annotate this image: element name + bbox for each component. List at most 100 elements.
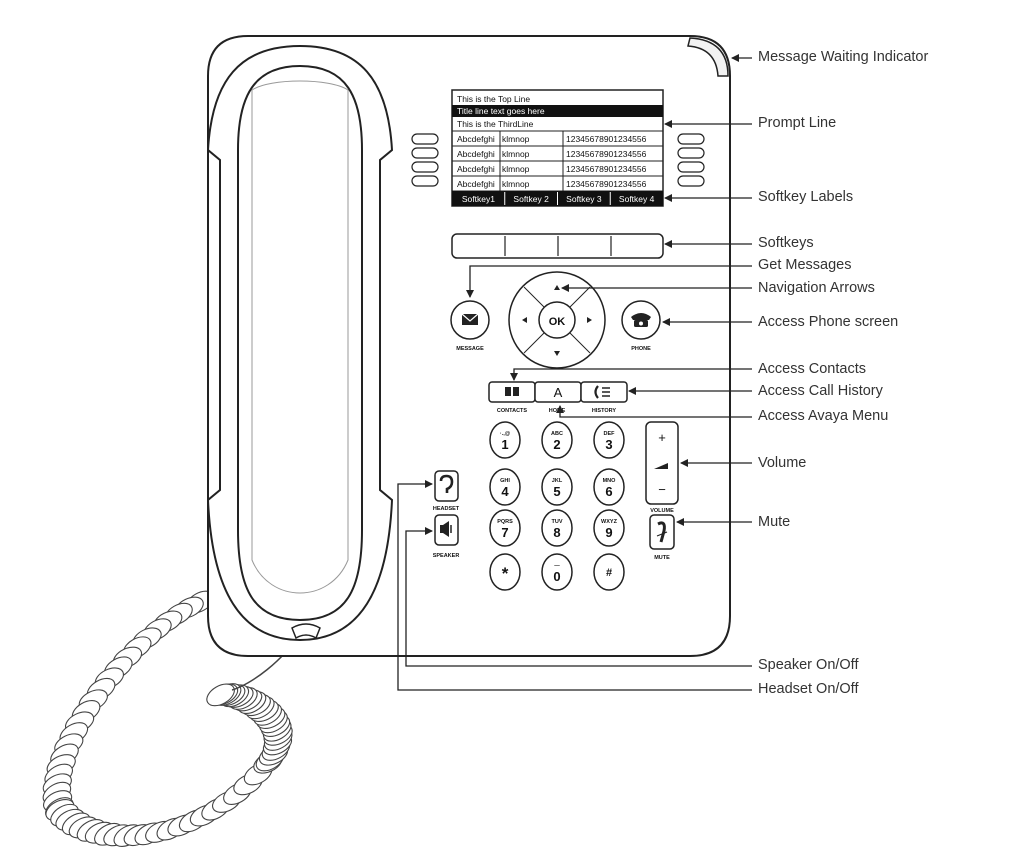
- nav-left-arrow-icon[interactable]: [522, 317, 527, 323]
- callout-navigation-arrows: Navigation Arrows: [758, 280, 875, 296]
- callout-volume: Volume: [758, 455, 807, 471]
- screen-row-right: 12345678901234556: [566, 179, 647, 189]
- phone-label: PHONE: [631, 346, 651, 352]
- keypad-key[interactable]: #: [593, 553, 625, 591]
- right-line-buttons[interactable]: [677, 133, 705, 187]
- message-label: MESSAGE: [456, 346, 484, 352]
- keypad-key-digit: 2: [553, 437, 560, 452]
- keypad-key[interactable]: *: [489, 553, 521, 591]
- volume-label: VOLUME: [650, 508, 674, 514]
- avaya-menu-icon: A: [554, 385, 563, 400]
- ok-button[interactable]: OK: [549, 316, 566, 328]
- screen-row-right: 12345678901234556: [566, 164, 647, 174]
- screen-row-mid: klmnop: [502, 149, 530, 159]
- screen-row-left: Abcdefghi: [457, 179, 495, 189]
- screen-row-left: Abcdefghi: [457, 164, 495, 174]
- display-screen: This is the Top Line Title line text goe…: [451, 89, 664, 207]
- screen-row-right: 12345678901234556: [566, 134, 647, 144]
- left-line-buttons[interactable]: [411, 133, 439, 187]
- screen-row-mid: klmnop: [502, 164, 530, 174]
- call-history-icon: [594, 385, 610, 399]
- keypad-key-digit: #: [606, 567, 612, 579]
- callout-access-contacts: Access Contacts: [758, 361, 866, 377]
- callout-lines: [397, 54, 752, 691]
- softkey-label: Softkey 2: [513, 194, 549, 204]
- screen-title-line: Title line text goes here: [457, 106, 545, 116]
- headset-label: HEADSET: [433, 506, 460, 512]
- keypad-key[interactable]: —0: [541, 553, 573, 591]
- screen-row-left: Abcdefghi: [457, 149, 495, 159]
- keypad-key-digit: 5: [553, 484, 560, 499]
- volume-level-icon: [654, 463, 668, 469]
- nav-down-arrow-icon[interactable]: [554, 351, 560, 356]
- nav-up-arrow-icon[interactable]: [554, 285, 560, 290]
- volume-up-button[interactable]: +: [658, 430, 666, 445]
- volume-rocker[interactable]: + − VOLUME: [645, 421, 679, 514]
- callout-speaker-on-off: Speaker On/Off: [758, 657, 859, 673]
- phone-button[interactable]: PHONE: [621, 300, 661, 352]
- screen-row-mid: klmnop: [502, 179, 530, 189]
- softkeys[interactable]: [451, 233, 664, 259]
- callout-line-speaker: [405, 527, 752, 667]
- navigation-cluster[interactable]: OK: [508, 271, 606, 369]
- speaker-label: SPEAKER: [433, 553, 460, 559]
- phone-icon: [631, 313, 651, 327]
- keypad-key-letters: ·.,@: [500, 431, 511, 437]
- keypad-key-digit: 3: [605, 437, 612, 452]
- keypad-key-letters: MNO: [603, 478, 617, 484]
- mute-label: MUTE: [654, 555, 670, 561]
- callout-softkeys: Softkeys: [758, 235, 814, 251]
- contacts-label: CONTACTS: [497, 408, 527, 414]
- contacts-button[interactable]: CONTACTS: [488, 381, 536, 414]
- callout-mute: Mute: [758, 514, 791, 530]
- screen-row-mid: klmnop: [502, 134, 530, 144]
- message-button[interactable]: MESSAGE: [450, 300, 490, 352]
- callout-line-access-contacts: [510, 368, 752, 381]
- nav-right-arrow-icon[interactable]: [587, 317, 592, 323]
- home-label: HOME: [549, 408, 566, 414]
- callout-line-get-messages: [466, 265, 752, 298]
- contacts-book-icon: [505, 387, 519, 396]
- screen-third-line: This is the ThirdLine: [457, 119, 534, 129]
- keypad-key-digit: 9: [605, 525, 612, 540]
- screen-row-right: 12345678901234556: [566, 149, 647, 159]
- callout-message-waiting-indicator: Message Waiting Indicator: [758, 49, 929, 65]
- keypad-key-digit: 8: [553, 525, 560, 540]
- speaker-button[interactable]: SPEAKER: [433, 514, 460, 559]
- keypad-key-letters: JKL: [552, 478, 563, 484]
- volume-down-button[interactable]: −: [658, 482, 666, 497]
- callout-access-call-history: Access Call History: [758, 383, 883, 399]
- history-button[interactable]: HISTORY: [580, 381, 628, 414]
- handset: [206, 44, 394, 642]
- screen-top-line: This is the Top Line: [457, 94, 530, 104]
- message-waiting-indicator: [687, 37, 729, 77]
- keypad-key-letters: —: [554, 563, 560, 569]
- mute-button[interactable]: MUTE: [649, 514, 675, 561]
- envelope-icon: [462, 314, 478, 325]
- keypad-key[interactable]: ·.,@1: [489, 421, 521, 459]
- keypad-key-letters: TUV: [552, 519, 563, 525]
- keypad-key-letters: DEF: [604, 431, 616, 437]
- callout-line-headset: [397, 480, 752, 691]
- headset-button[interactable]: HEADSET: [433, 470, 460, 512]
- softkey-label: Softkey 4: [619, 194, 655, 204]
- softkey-label: Softkey 3: [566, 194, 602, 204]
- keypad-key-letters: PQRS: [497, 519, 513, 525]
- keypad-key-digit: 1: [501, 437, 508, 452]
- keypad-key-digit: 4: [501, 484, 509, 499]
- callout-softkey-labels: Softkey Labels: [758, 189, 854, 205]
- headset-icon: [439, 474, 454, 493]
- coiled-cord: [42, 590, 293, 847]
